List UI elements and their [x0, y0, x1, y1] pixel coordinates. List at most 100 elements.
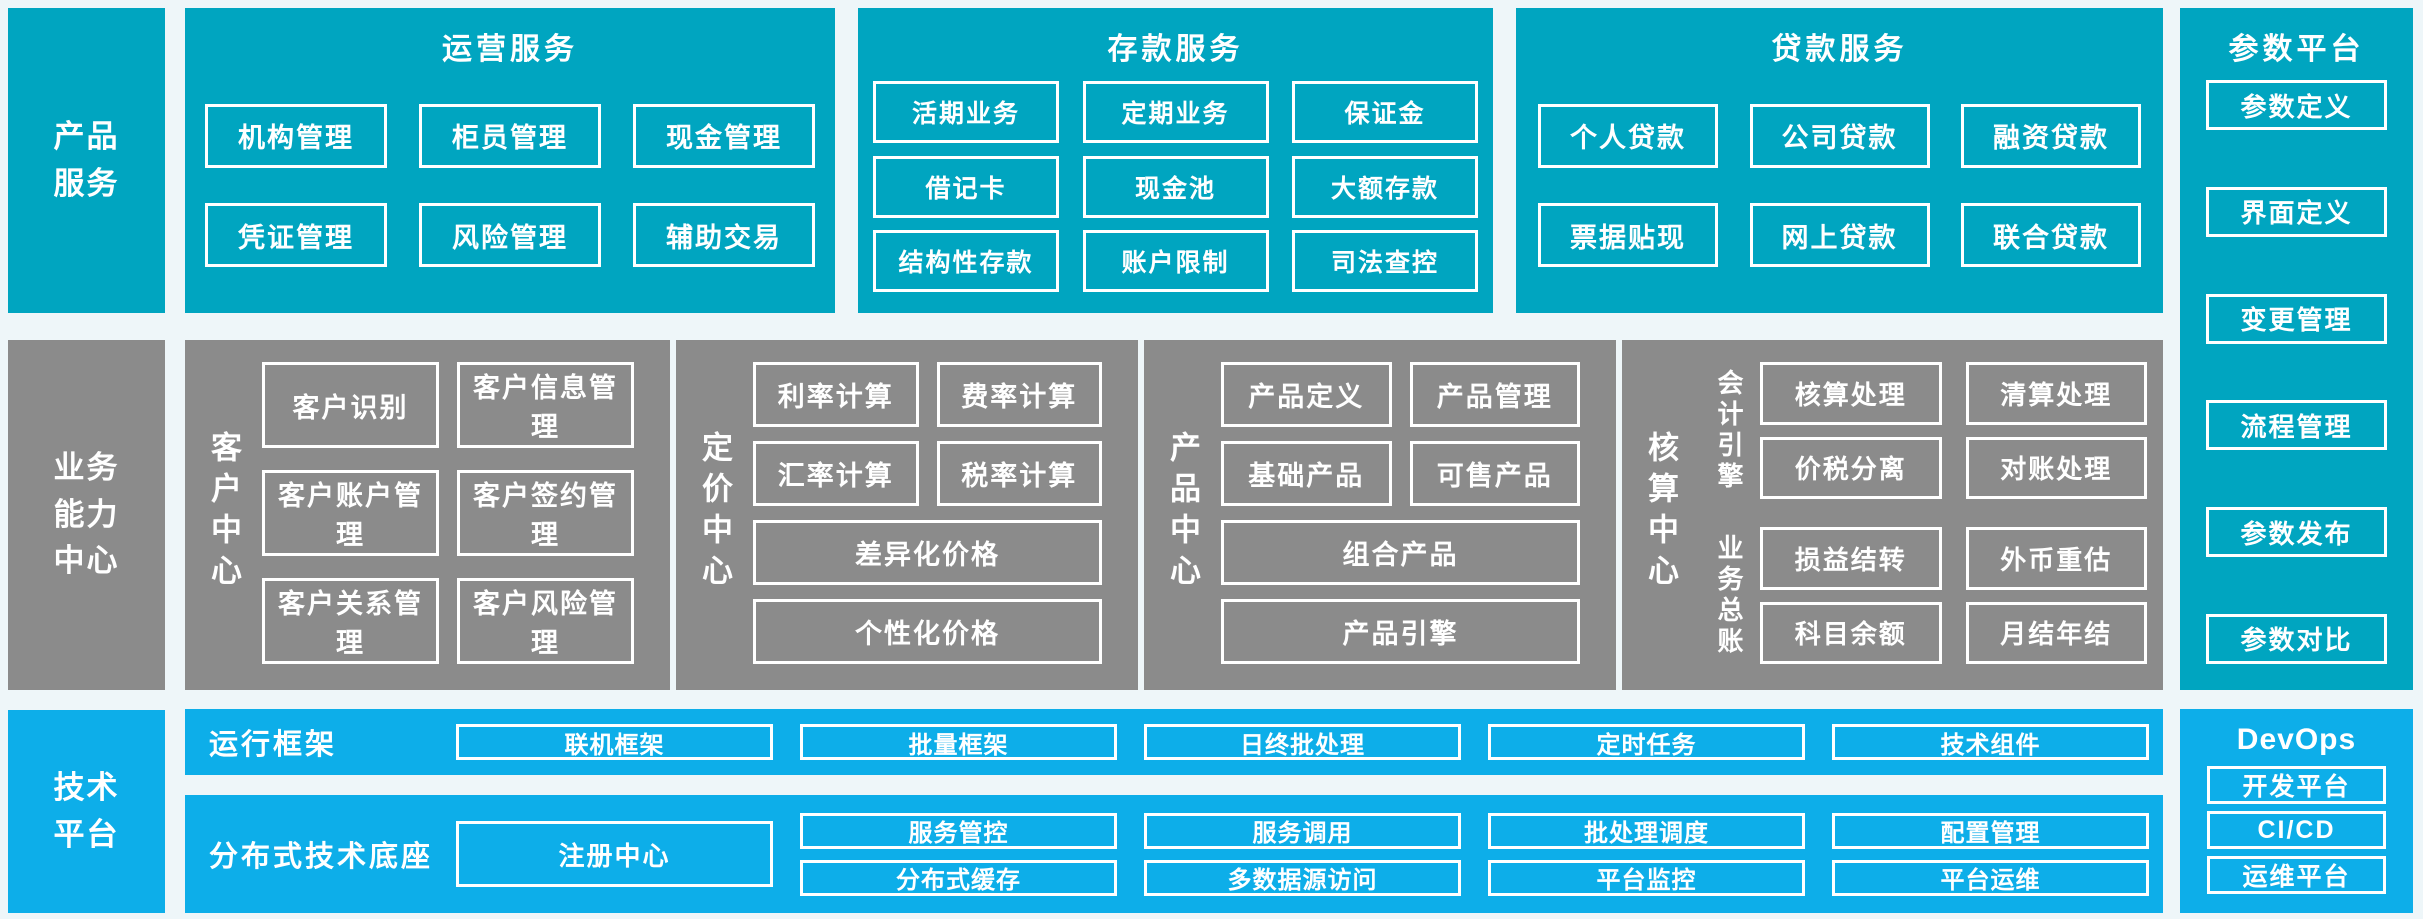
customer-center-boxes: 客户识别 客户信息管理 客户账户管理 客户签约管理 客户关系管理 客户风险管理 [262, 362, 634, 664]
parameter-platform-title: 参数平台 [2228, 33, 2365, 66]
operations-row-1: 机构管理 柜员管理 现金管理 [205, 103, 815, 168]
clearing-process-box: 清算处理 [1965, 362, 2147, 425]
scheduled-task-box: 定时任务 [1488, 724, 1805, 760]
tax-rate-calc-box: 税率计算 [936, 441, 1102, 506]
devops-boxes: 开发平台 CI/CD 运维平台 [2180, 757, 2413, 913]
customer-info-mgmt-box: 客户信息管理 [457, 362, 634, 448]
batch-scheduling-box: 批处理调度 [1488, 812, 1805, 849]
deposit-row-2: 借记卡 现金池 大额存款 [873, 155, 1478, 218]
runtime-framework-label: 运行框架 [209, 729, 338, 761]
runtime-framework-boxes: 联机框架 批量框架 日终批处理 定时任务 技术组件 [456, 709, 2149, 775]
pricing-row-4: 个性化价格 [753, 599, 1102, 664]
cash-pool-box: 现金池 [1082, 155, 1269, 218]
accounting-engine-label: 会计引擎 [1714, 368, 1744, 493]
section-customer-center: 客户中心 客户识别 客户信息管理 客户账户管理 客户签约管理 客户关系管理 客户… [185, 340, 670, 690]
deposit-row-1: 活期业务 定期业务 保证金 [873, 80, 1478, 143]
customer-row-3: 客户关系管理 客户风险管理 [262, 578, 634, 664]
fee-rate-calc-box: 费率计算 [936, 362, 1102, 427]
cash-mgmt-box: 现金管理 [633, 103, 815, 168]
profit-loss-carryover-box: 损益结转 [1760, 527, 1942, 590]
product-row-1: 产品定义 产品管理 [1221, 362, 1580, 427]
account-restriction-box: 账户限制 [1082, 230, 1269, 293]
service-invocation-box: 服务调用 [1144, 812, 1461, 849]
section-operations-services: 运营服务 机构管理 柜员管理 现金管理 凭证管理 风险管理 辅助交易 [185, 8, 835, 313]
section-pricing-center: 定价中心 利率计算 费率计算 汇率计算 税率计算 差异化价格 个性化价格 [676, 340, 1138, 690]
interest-rate-calc-box: 利率计算 [753, 362, 919, 427]
customer-identification-box: 客户识别 [262, 362, 439, 448]
tax-price-separation-box: 价税分离 [1760, 436, 1942, 499]
sidebar-tech-platform: 技术 平台 [8, 710, 165, 913]
margin-deposit-box: 保证金 [1292, 80, 1478, 143]
eod-batch-box: 日终批处理 [1144, 724, 1461, 760]
accounting-engine-row-1: 核算处理 清算处理 [1760, 362, 2147, 425]
month-year-end-close-box: 月结年结 [1965, 601, 2147, 664]
accounting-center-groups: 会计引擎 核算处理 清算处理 价税分离 对账处理 业务总账 损益结转 [1699, 362, 2147, 664]
pricing-row-3: 差异化价格 [753, 520, 1102, 585]
ui-definition-box: 界面定义 [2206, 186, 2387, 237]
distributed-base-boxes: 注册中心 服务管控 分布式缓存 服务调用 多数据源访问 批处理调度 平台监控 配… [456, 795, 2149, 913]
ops-platform-box: 运维平台 [2207, 856, 2386, 894]
demand-deposit-box: 活期业务 [873, 80, 1059, 143]
distributed-col-2: 服务调用 多数据源访问 [1144, 812, 1461, 896]
basic-product-box: 基础产品 [1221, 441, 1392, 506]
service-governance-box: 服务管控 [800, 812, 1117, 849]
business-ledger-group: 业务总账 损益结转 外币重估 科目余额 月结年结 [1699, 527, 2147, 664]
param-compare-box: 参数对比 [2206, 613, 2387, 664]
product-services-label: 产品 服务 [53, 119, 120, 201]
product-row-3: 组合产品 [1221, 520, 1580, 585]
risk-mgmt-box: 风险管理 [419, 203, 601, 268]
section-devops: DevOps 开发平台 CI/CD 运维平台 [2180, 709, 2413, 913]
product-engine-box: 产品引擎 [1221, 599, 1580, 664]
business-ledger-label: 业务总账 [1714, 533, 1744, 658]
param-definition-box: 参数定义 [2206, 80, 2387, 130]
distributed-base-label: 分布式技术底座 [209, 841, 434, 873]
accounting-process-box: 核算处理 [1760, 362, 1942, 425]
customer-row-2: 客户账户管理 客户签约管理 [262, 470, 634, 556]
corporate-loan-box: 公司贷款 [1749, 103, 1930, 168]
customer-risk-mgmt-box: 客户风险管理 [457, 578, 634, 664]
product-row-2: 基础产品 可售产品 [1221, 441, 1580, 506]
section-parameter-platform: 参数平台 参数定义 界面定义 变更管理 流程管理 参数发布 参数对比 [2180, 8, 2413, 690]
operations-row-2: 凭证管理 风险管理 辅助交易 [205, 203, 815, 268]
bill-discount-box: 票据贴现 [1538, 203, 1718, 268]
teller-mgmt-box: 柜员管理 [419, 103, 601, 168]
batch-framework-box: 批量框架 [800, 724, 1117, 760]
accounting-center-label: 核算中心 [1643, 431, 1678, 595]
differential-pricing-box: 差异化价格 [753, 520, 1102, 585]
loan-services-boxes: 个人贷款 公司贷款 融资贷款 票据贴现 网上贷款 联合贷款 [1516, 68, 2163, 313]
business-ledger-boxes: 损益结转 外币重估 科目余额 月结年结 [1760, 527, 2147, 664]
business-ledger-row-2: 科目余额 月结年结 [1760, 601, 2147, 664]
ci-cd-box: CI/CD [2207, 811, 2386, 849]
section-accounting-center: 核算中心 会计引擎 核算处理 清算处理 价税分离 对账处理 业务总账 [1622, 340, 2163, 690]
dev-platform-box: 开发平台 [2207, 766, 2386, 804]
tech-component-box: 技术组件 [1832, 724, 2149, 760]
pricing-center-boxes: 利率计算 费率计算 汇率计算 税率计算 差异化价格 个性化价格 [753, 362, 1102, 664]
customer-relation-mgmt-box: 客户关系管理 [262, 578, 439, 664]
tech-platform-label: 技术 平台 [53, 770, 120, 852]
syndicated-loan-box: 联合贷款 [1961, 203, 2141, 268]
product-row-4: 产品引擎 [1221, 599, 1580, 664]
loan-row-2: 票据贴现 网上贷款 联合贷款 [1538, 203, 2141, 268]
subject-balance-box: 科目余额 [1760, 601, 1942, 664]
structured-deposit-box: 结构性存款 [873, 230, 1059, 293]
customer-center-label: 客户中心 [206, 431, 241, 595]
platform-ops-box: 平台运维 [1832, 859, 2149, 896]
param-release-box: 参数发布 [2206, 507, 2387, 558]
sidebar-product-services: 产品 服务 [8, 8, 165, 313]
distributed-col-1: 服务管控 分布式缓存 [800, 812, 1117, 896]
institution-mgmt-box: 机构管理 [205, 103, 387, 168]
operations-services-title: 运营服务 [442, 33, 578, 66]
section-distributed-base: 分布式技术底座 注册中心 服务管控 分布式缓存 服务调用 多数据源访问 批处理调… [185, 795, 2163, 913]
registry-center-box: 注册中心 [456, 821, 773, 887]
config-mgmt-box: 配置管理 [1832, 812, 2149, 849]
large-deposit-box: 大额存款 [1292, 155, 1478, 218]
product-center-label: 产品中心 [1165, 431, 1200, 595]
auxiliary-transaction-box: 辅助交易 [633, 203, 815, 268]
personalized-pricing-box: 个性化价格 [753, 599, 1102, 664]
voucher-mgmt-box: 凭证管理 [205, 203, 387, 268]
customer-account-mgmt-box: 客户账户管理 [262, 470, 439, 556]
time-deposit-box: 定期业务 [1082, 80, 1269, 143]
accounting-engine-row-2: 价税分离 对账处理 [1760, 436, 2147, 499]
business-ledger-row-1: 损益结转 外币重估 [1760, 527, 2147, 590]
